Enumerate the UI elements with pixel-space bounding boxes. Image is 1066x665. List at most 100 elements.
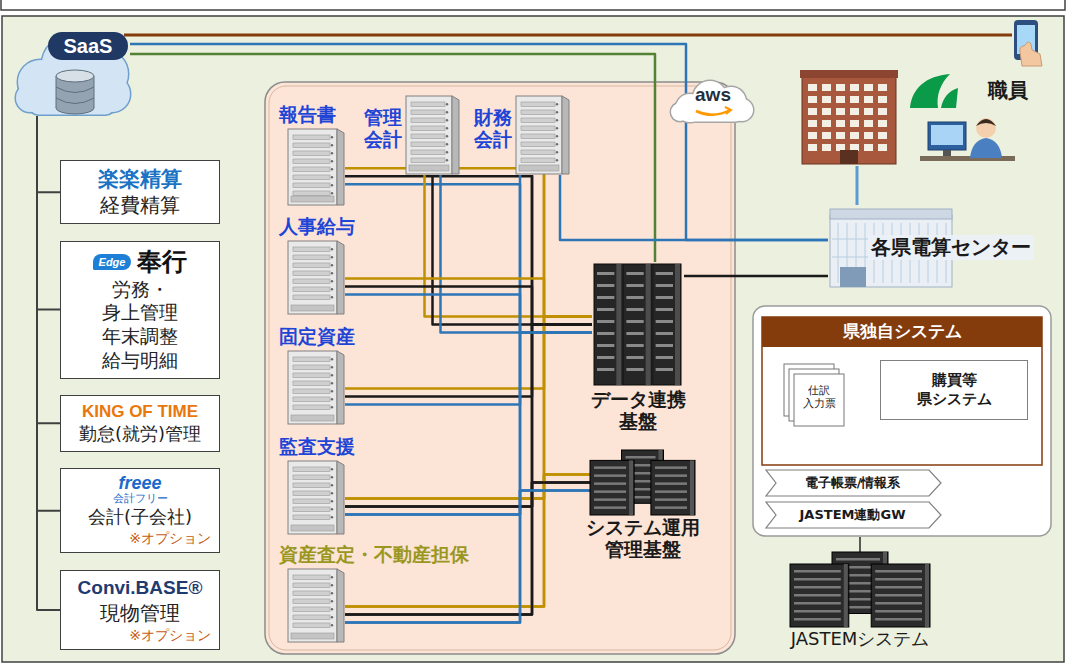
tower-outline [405,95,460,175]
server-caption: 人事給与 [279,216,355,238]
server-slot [293,623,330,628]
building-window [822,96,831,103]
header-strip [1,0,1065,10]
server-unit [590,460,634,515]
server-slot [521,134,555,139]
server-slot [293,183,330,188]
text-group: freee会計フリー [69,474,211,506]
connector-line [130,54,655,262]
rack-cabinet [623,264,651,385]
server-slot [293,255,330,260]
server-stripe [794,618,841,621]
server-label: 財務 会計 [474,107,512,151]
building-entrance [840,267,866,287]
rack-stripe [626,272,643,275]
server-led [331,390,333,392]
server-icon: 監査支援 [287,460,345,535]
server-stripe [875,618,922,621]
rack-stripe [597,284,614,287]
aws-arrow [725,107,731,114]
rack-stripe [626,368,643,371]
system-label: JASTEMシステム [791,629,930,650]
rack-stripe [597,296,614,299]
rack-edge [675,264,680,385]
connector [37,116,60,511]
text-group: JASTEM連動GW [800,507,906,523]
ja-office: 職員 [800,66,1045,166]
server-base [291,633,334,639]
server-led [331,168,333,170]
server-led [331,248,333,250]
server-led [446,119,448,121]
server-tower [288,461,344,534]
building-window [850,108,859,115]
server-stripe [594,506,626,509]
server-slot [293,607,330,612]
server-front [516,96,562,174]
server-led [331,184,333,186]
server-slot [293,357,330,362]
server-icon: 資産査定・不動産担保 [287,568,345,643]
service-name: 現物管理 [100,601,180,626]
server-slot [293,397,330,402]
building-window [864,132,873,139]
building-window [808,144,817,151]
cloud-fill [681,105,744,122]
server-led [556,143,558,145]
tower-outline [287,240,345,315]
server-slot [521,118,555,123]
connector-line [345,325,592,397]
connector-line [345,483,590,507]
server-base [291,415,334,421]
ja-logo [941,88,958,108]
text-group: Convi.BASE® [69,576,211,600]
server-slot [521,142,555,147]
server-slot [521,158,555,163]
server-slot [293,295,330,300]
server-led [446,159,448,161]
server-label: システム運用 管理基盤 [586,517,700,561]
building-window [864,120,873,127]
server-slot [411,118,445,123]
aws-cloud-icon [670,80,755,124]
server-tower [516,96,569,174]
server-stripe [594,466,626,469]
server-base [291,305,334,311]
server-label: 固定資産 [279,326,355,348]
text-group: 各県電算センター [868,235,1034,260]
connector-line [345,475,590,607]
connector-line [345,333,592,405]
saas-label: SaaS [64,36,113,56]
server-slot [293,365,330,370]
connector-line [345,176,592,324]
server-stripe [655,466,687,469]
server-front [288,461,337,534]
server-slot [293,389,330,394]
rack-stripe [656,332,673,335]
server-slot [293,279,330,284]
text-group: 購買等 県システム [917,371,992,409]
cluster-outline [590,450,695,515]
server-caption: 報告書 [279,104,336,126]
rack-stripe [656,356,673,359]
interface-tag: 電子帳票/情報系 [766,470,941,496]
building-window [808,132,817,139]
connector-line [859,537,861,552]
center-label: 各県電算センター [868,235,1034,260]
server-side [337,569,344,642]
connector [37,116,60,310]
building-window [878,132,887,139]
server-unit [790,564,849,627]
rack-stripe [597,332,614,335]
server-led [331,624,333,626]
connector-line [441,175,593,333]
option-note: ※オプション [129,627,211,645]
connector [37,116,60,423]
server-slot [411,142,445,147]
cloud-outline [679,103,745,123]
server-label: 資産査定・不動産担保 [279,544,469,566]
server-led [556,127,558,129]
saas-pill: SaaS [48,32,128,60]
interface-tag: JASTEM連動GW [766,502,941,528]
connector-line [544,175,592,317]
